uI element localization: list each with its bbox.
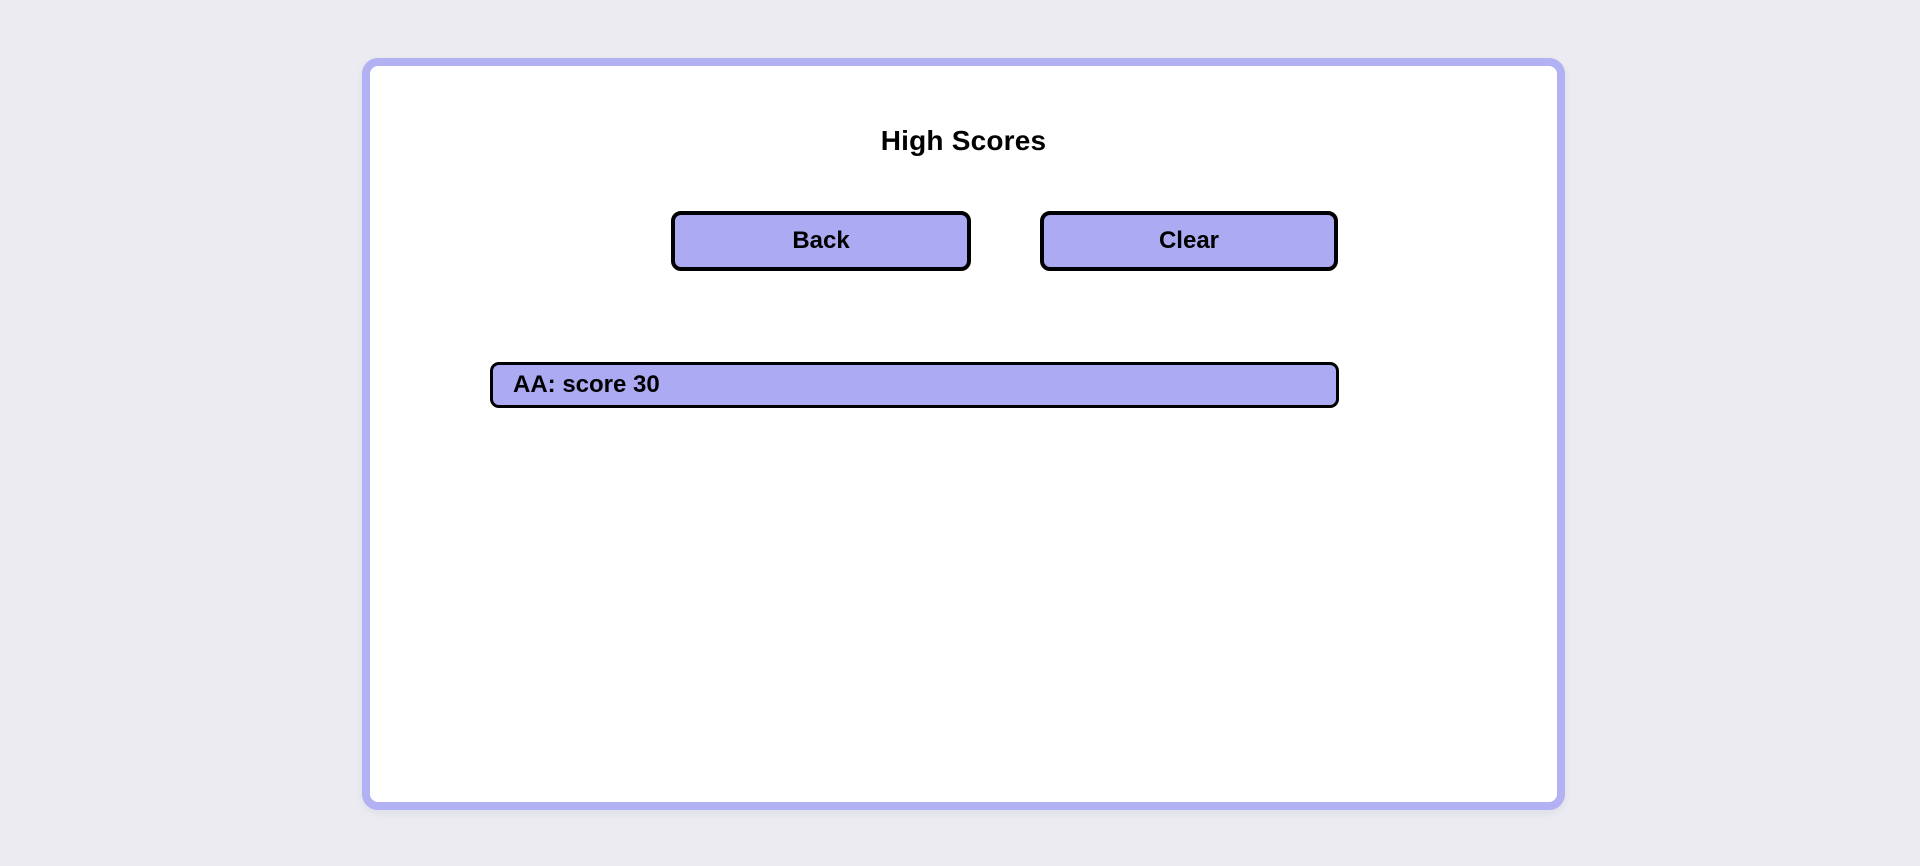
page-title: High Scores: [880, 125, 1047, 156]
clear-button[interactable]: Clear: [1040, 211, 1338, 271]
score-list-item: AA: score 30: [490, 362, 1339, 408]
high-scores-panel: High Scores Back Clear AA: score 30: [362, 58, 1565, 810]
back-button[interactable]: Back: [671, 211, 971, 271]
scores-list: AA: score 30: [490, 362, 1339, 422]
